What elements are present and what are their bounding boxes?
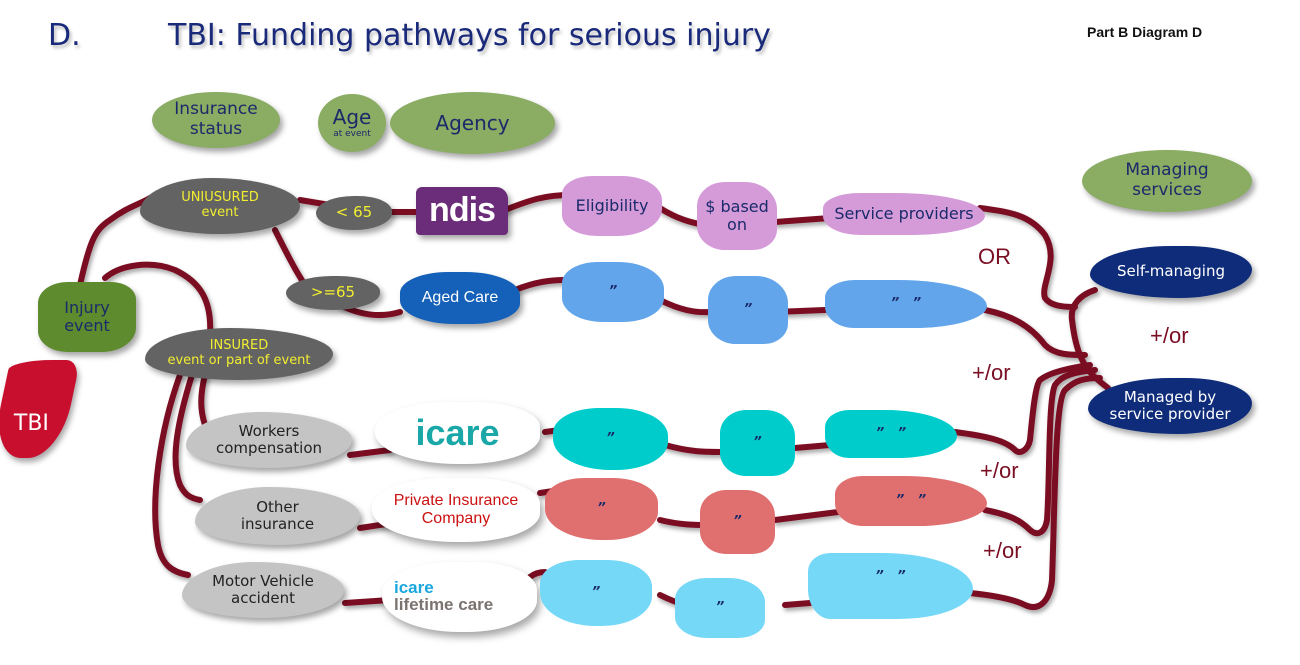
wire-insured-motor xyxy=(152,372,191,578)
icare-lifetime-bottom: lifetime care xyxy=(394,595,494,615)
ndis-step-eligibility-label: Eligibility xyxy=(575,195,649,215)
motor-step-funding: ” xyxy=(675,578,765,638)
wire-row-workers xyxy=(347,362,1093,458)
motor-step-funding-label: ” xyxy=(715,599,725,615)
icare-lifetime-care-logo: icare lifetime care xyxy=(382,562,537,632)
workers-step-providers-label: ” ” xyxy=(875,425,907,441)
aged-step-funding: ” xyxy=(708,276,788,344)
aged-step-providers-label: ” ” xyxy=(890,295,922,311)
private-insurance-node: Private Insurance Company xyxy=(372,478,540,542)
motor-step-providers: ” ” xyxy=(808,553,973,619)
motor-vehicle-label: Motor Vehicle accident xyxy=(212,571,314,607)
other-step-providers-label: ” ” xyxy=(895,492,927,508)
workers-step-providers: ” ” xyxy=(825,410,957,458)
age-under-65-label: < 65 xyxy=(335,203,373,222)
motor-step-providers-label: ” ” xyxy=(875,568,906,584)
header-managing-services: Managing services xyxy=(1082,150,1252,212)
uninsured-title: UNIUSURED xyxy=(181,190,259,206)
icare-logo: icare xyxy=(375,402,540,464)
header-age-label: Age xyxy=(332,105,372,130)
title-letter: D. xyxy=(48,18,81,53)
header-agency: Agency xyxy=(390,92,555,154)
injury-event-node: Injury event xyxy=(38,282,136,352)
page-title: TBI: Funding pathways for serious injury xyxy=(168,18,771,53)
header-age: Age at event xyxy=(318,94,386,152)
aged-step-eligibility: ” xyxy=(562,262,664,322)
aged-step-providers: ” ” xyxy=(825,280,987,328)
motor-vehicle-node: Motor Vehicle accident xyxy=(182,562,344,618)
aged-step-funding-label: ” xyxy=(743,301,753,317)
other-step-funding: ” xyxy=(700,490,775,554)
ndis-step-funding-label: $ based on xyxy=(705,196,769,234)
insured-node: INSURED event or part of event xyxy=(145,328,333,380)
insured-sub: event or part of event xyxy=(167,353,311,368)
workers-compensation-label: Workers compensation xyxy=(215,421,323,457)
connector-and-or-management: +/or xyxy=(1150,323,1189,348)
tbi-label: TBI xyxy=(14,411,50,437)
workers-step-eligibility-label: ” xyxy=(606,430,615,446)
motor-step-eligibility: ” xyxy=(540,560,652,626)
age-over-65-node: >=65 xyxy=(286,276,380,310)
self-managing-label: Self-managing xyxy=(1116,262,1225,281)
managed-by-provider-node: Managed by service provider xyxy=(1088,378,1252,434)
connector-and-or-3: +/or xyxy=(983,538,1022,563)
other-step-eligibility: ” xyxy=(545,478,658,540)
header-managing-services-label: Managing services xyxy=(1125,160,1209,200)
icare-label: icare xyxy=(415,412,500,454)
uninsured-sub: event xyxy=(201,205,239,220)
wire-injury-insured xyxy=(102,261,214,338)
aged-care-node: Aged Care xyxy=(400,272,520,324)
wire-row-ndis xyxy=(502,192,1078,310)
ndis-step-eligibility: Eligibility xyxy=(562,176,662,236)
other-step-eligibility-label: ” xyxy=(597,500,606,516)
connector-or: OR xyxy=(978,244,1011,269)
wire-uninsured-aged xyxy=(272,227,308,288)
ndis-logo: ndis xyxy=(416,187,508,235)
motor-step-eligibility-label: ” xyxy=(591,584,601,600)
wire-row-aged xyxy=(512,277,1088,358)
ndis-step-providers: Service providers xyxy=(823,193,985,235)
self-managing-node: Self-managing xyxy=(1090,246,1252,298)
wire-insured-other xyxy=(172,372,203,503)
part-label: Part B Diagram D xyxy=(1087,24,1203,40)
header-insurance-status: Insurance status xyxy=(152,92,280,148)
age-under-65-node: < 65 xyxy=(316,196,392,230)
other-insurance-node: Other insurance xyxy=(195,487,360,545)
workers-step-funding: ” xyxy=(720,410,795,476)
workers-step-eligibility: ” xyxy=(553,408,668,470)
wire-to-self xyxy=(1068,287,1111,391)
header-insurance-status-label: Insurance status xyxy=(174,99,258,139)
managed-by-provider-label: Managed by service provider xyxy=(1109,387,1231,423)
other-step-providers: ” ” xyxy=(835,476,987,526)
private-insurance-label: Private Insurance Company xyxy=(393,491,519,527)
uninsured-node: UNIUSURED event xyxy=(140,178,300,234)
ndis-step-funding: $ based on xyxy=(697,182,777,250)
age-over-65-label: >=65 xyxy=(310,283,356,302)
insured-title: INSURED xyxy=(209,338,269,354)
injury-event-label: Injury event xyxy=(64,297,110,335)
ndis-step-providers-label: Service providers xyxy=(834,203,974,223)
header-age-sublabel: at event xyxy=(333,129,371,140)
header-agency-label: Agency xyxy=(435,110,510,135)
wire-insured-workers xyxy=(198,372,208,428)
icare-lifetime-top: icare xyxy=(394,578,434,598)
connector-and-or-2: +/or xyxy=(980,458,1019,483)
connector-and-or-1: +/or xyxy=(972,360,1011,385)
workers-compensation-node: Workers compensation xyxy=(186,412,352,468)
other-step-funding-label: ” xyxy=(733,513,742,529)
other-insurance-label: Other insurance xyxy=(240,497,315,533)
workers-step-funding-label: ” xyxy=(753,434,762,450)
aged-care-label: Aged Care xyxy=(421,288,499,306)
aged-step-eligibility-label: ” xyxy=(608,283,618,299)
ndis-label: ndis xyxy=(429,191,496,230)
